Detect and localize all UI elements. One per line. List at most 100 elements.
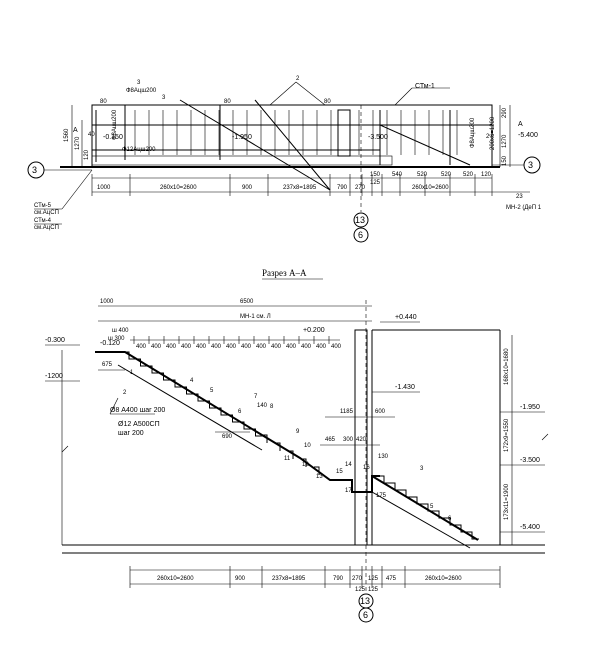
leader-line xyxy=(394,87,413,106)
section-mark: A xyxy=(73,127,78,134)
stair-step xyxy=(314,466,320,475)
stair-step xyxy=(288,450,294,459)
plan-diagonal xyxy=(179,99,331,191)
callout: 2 xyxy=(296,76,300,82)
elevation-label: -0.150 xyxy=(103,134,123,141)
leader-line xyxy=(269,81,297,106)
break-mark xyxy=(541,433,549,441)
stair-step xyxy=(240,421,252,430)
rebar-label: Ф8Ацш200 xyxy=(470,117,476,148)
leader-line xyxy=(109,397,119,415)
rebar-label: 200x6=1200 xyxy=(490,116,496,150)
position-callout: 3 xyxy=(420,466,424,472)
flight-1-steps xyxy=(125,351,263,437)
axis-marker-6 xyxy=(358,607,374,623)
stair-step xyxy=(468,531,479,540)
callout: 2 xyxy=(486,134,490,140)
dim-text: 125 xyxy=(355,587,366,593)
dim-text: 520 xyxy=(417,172,428,178)
dim-text: 140 xyxy=(257,403,268,409)
dim-text: 168x10=1680 xyxy=(504,348,510,385)
elevation-label: -0.120 xyxy=(100,340,120,347)
dim-text: 173x11=1900 xyxy=(504,483,510,520)
dim-text: 260x10=2600 xyxy=(160,185,197,191)
stair-step xyxy=(125,351,137,360)
dim-text: 270 xyxy=(355,185,366,191)
elevation-label: -1.430 xyxy=(395,384,415,391)
plan-landing-block xyxy=(337,109,351,157)
dim-text: 237x8=1895 xyxy=(283,185,317,191)
plan-outline xyxy=(91,104,493,168)
flight-3-soffit xyxy=(371,491,471,549)
tread-dim-text: 400 xyxy=(181,344,192,350)
break-mark xyxy=(61,445,69,453)
dim-text: 125 xyxy=(368,587,379,593)
dim-text: ш 400 xyxy=(112,328,129,334)
dim-text: 420 xyxy=(356,437,367,443)
position-callout: 6 xyxy=(448,516,452,522)
dim-text: 260x10=2600 xyxy=(157,576,194,582)
stair-step xyxy=(424,503,435,512)
dim-text: 465 xyxy=(325,437,336,443)
tread-dim-text: 400 xyxy=(331,344,342,350)
stair-step xyxy=(182,386,194,395)
dim-text: 125 xyxy=(368,576,379,582)
dim-text: 540 xyxy=(392,172,403,178)
elevation-label: -1.950 xyxy=(232,134,252,141)
dim-text: 900 xyxy=(235,576,246,582)
central-wall xyxy=(354,329,368,546)
dim-text: 237x8=1895 xyxy=(272,576,306,582)
stair-step xyxy=(159,372,171,381)
landing-slab xyxy=(261,434,380,493)
tread-dim-text: 400 xyxy=(256,344,267,350)
flight-2-steps xyxy=(262,434,320,475)
dim-text: 1270 xyxy=(75,136,81,150)
rebar-label: Ф8Ацш200 xyxy=(126,88,157,94)
axis-label: 6 xyxy=(358,230,363,240)
tread-dim-text: 400 xyxy=(286,344,297,350)
position-callout: 8 xyxy=(270,404,274,410)
stair-step xyxy=(457,524,468,533)
dim-ticks xyxy=(91,174,493,196)
slab-label: СТм-1 xyxy=(415,83,435,90)
stair-step xyxy=(194,393,206,402)
elevation-label: -1200 xyxy=(45,373,63,380)
dim-text: 120 xyxy=(481,172,492,178)
callout: 23 xyxy=(516,194,523,200)
dim-text: 120 xyxy=(84,149,90,160)
tread-dim-text: 400 xyxy=(196,344,207,350)
elevation-label: -3.500 xyxy=(520,457,540,464)
stair-step xyxy=(251,428,263,437)
position-callout: 1 xyxy=(130,370,134,376)
rebar-note: Ø12 А500СП xyxy=(118,421,160,428)
elevation-label: -5.400 xyxy=(520,524,540,531)
dim-text: ш 300 xyxy=(108,336,125,342)
rebar-label: Ф12Ацш200 xyxy=(122,147,156,153)
callout: 3 xyxy=(162,95,166,101)
tread-dim-text: 400 xyxy=(316,344,327,350)
dim-text: 172x9=1550 xyxy=(504,418,510,452)
anchor-label: МН-1 см. Л xyxy=(240,314,271,320)
stair-step xyxy=(217,407,229,416)
tread-dim-text: 400 xyxy=(166,344,177,350)
dim-text: 475 xyxy=(386,576,397,582)
dim-text: 790 xyxy=(337,185,348,191)
position-callout: 15 xyxy=(336,469,343,475)
stair-step xyxy=(136,358,148,367)
stair-plan: 3 3 1560 1270 120 40 A 290 1270 150 A -5… xyxy=(27,76,542,243)
dim-text: 1000 xyxy=(97,185,111,191)
axis-marker-6 xyxy=(353,227,369,243)
position-callout: 16 xyxy=(363,465,370,471)
stair-step xyxy=(148,365,160,374)
slab-label-sub: см.АцСП xyxy=(34,225,59,231)
position-callout: 5 xyxy=(430,504,434,510)
position-callout: 17 xyxy=(345,488,352,494)
slab-label: СТм-5 xyxy=(34,203,52,209)
elevation-label: -5.400 xyxy=(518,132,538,139)
dim-text: 1560 xyxy=(64,128,70,142)
position-callout: 7 xyxy=(254,394,258,400)
